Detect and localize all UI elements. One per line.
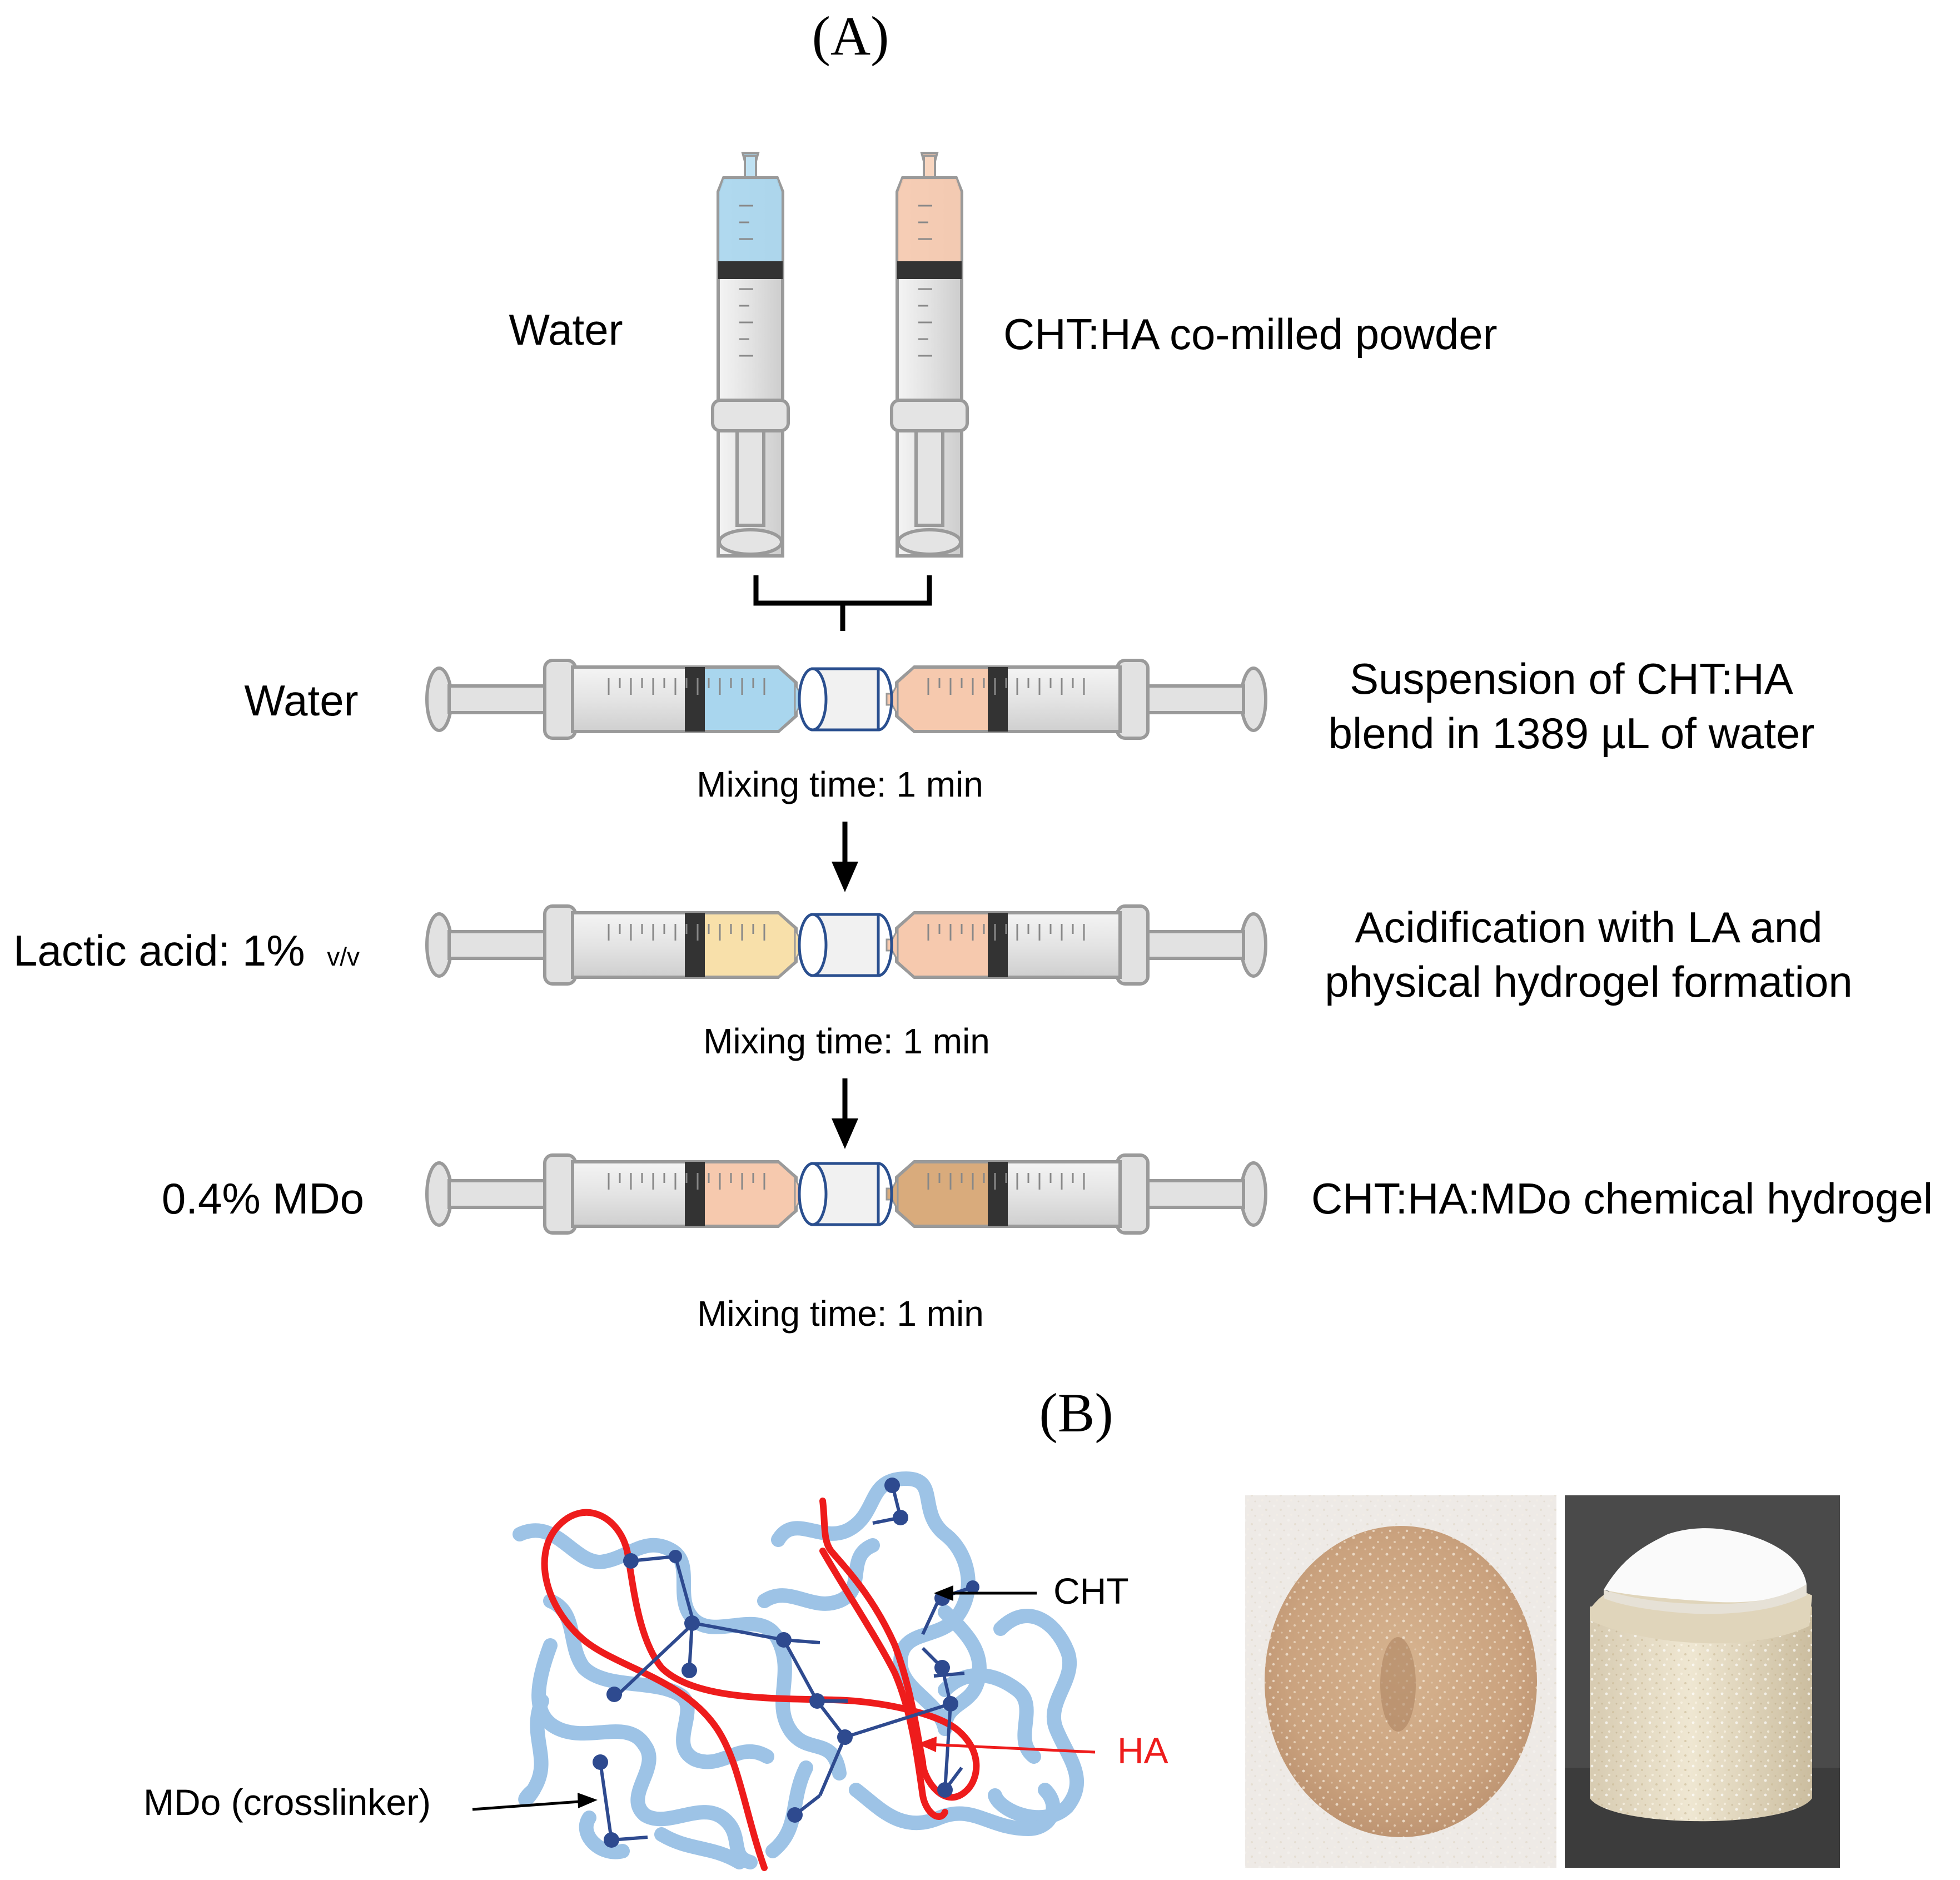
step2-left-main: Lactic acid: 1% bbox=[13, 926, 305, 975]
mixing-step-2 bbox=[425, 904, 1267, 986]
merge-bracket bbox=[753, 575, 932, 631]
syringe-left-step-1 bbox=[425, 659, 807, 740]
mixing-step-3 bbox=[425, 1153, 1267, 1235]
arrow-ha-head bbox=[917, 1737, 937, 1752]
arrow-down-1 bbox=[832, 822, 858, 892]
arrow-mdo bbox=[472, 1799, 587, 1811]
syringe-water-vertical bbox=[711, 152, 790, 558]
panel-b-label: (B) bbox=[1039, 1382, 1113, 1444]
photo-hydrogel-side-view bbox=[1565, 1495, 1840, 1868]
crosslinked-network: CHT HA MDo (crosslinker) bbox=[143, 1471, 1168, 1871]
syringe-powder-vertical bbox=[890, 152, 969, 558]
step1-mixing-time: Mixing time: 1 min bbox=[697, 764, 983, 804]
connector-step-2 bbox=[798, 913, 893, 977]
connector-step-1 bbox=[798, 667, 893, 732]
label-cht: CHT bbox=[1053, 1570, 1129, 1612]
panel-a-label: (A) bbox=[812, 5, 889, 67]
syringe-left-step-2 bbox=[425, 904, 807, 986]
step3-left-label: 0.4% MDo bbox=[162, 1174, 364, 1223]
step2-left-unit: v/v bbox=[327, 942, 360, 971]
label-water-top: Water bbox=[509, 305, 623, 354]
step1-right-line1: Suspension of CHT:HA bbox=[1350, 654, 1793, 703]
label-powder-top: CHT:HA co-milled powder bbox=[1003, 310, 1498, 359]
arrow-cht-head bbox=[934, 1585, 953, 1601]
step1-right-line2: blend in 1389 µL of water bbox=[1329, 709, 1815, 758]
crosslinker-bonds bbox=[599, 1484, 973, 1842]
syringe-right-step-3 bbox=[886, 1153, 1267, 1235]
syringe-right-step-2 bbox=[886, 904, 1267, 986]
label-ha: HA bbox=[1117, 1730, 1168, 1771]
crosslinker-nodes bbox=[593, 1478, 979, 1848]
step2-mixing-time: Mixing time: 1 min bbox=[703, 1021, 990, 1061]
arrow-down-2 bbox=[832, 1078, 858, 1149]
step2-right-line1: Acidification with LA and bbox=[1355, 903, 1822, 952]
arrow-ha bbox=[928, 1743, 1096, 1754]
step2-right-line2: physical hydrogel formation bbox=[1325, 957, 1852, 1006]
step1-left-label: Water bbox=[244, 676, 358, 725]
step2-left-label: Lactic acid: 1% v/v bbox=[13, 926, 360, 975]
arrow-mdo-head bbox=[578, 1793, 598, 1808]
step3-right-line1: CHT:HA:MDo chemical hydrogel bbox=[1311, 1174, 1933, 1223]
mixing-steps bbox=[425, 659, 1267, 1235]
connector-step-3 bbox=[798, 1162, 893, 1226]
syringe-left-step-3 bbox=[425, 1153, 807, 1235]
syringe-right-step-1 bbox=[886, 659, 1267, 740]
step3-mixing-time: Mixing time: 1 min bbox=[697, 1294, 984, 1334]
photo-hydrogel-top-view bbox=[1245, 1495, 1556, 1868]
label-mdo: MDo (crosslinker) bbox=[143, 1782, 431, 1823]
cht-chains bbox=[513, 1471, 1085, 1869]
mixing-step-1 bbox=[425, 659, 1267, 740]
ha-chain bbox=[541, 1498, 980, 1871]
